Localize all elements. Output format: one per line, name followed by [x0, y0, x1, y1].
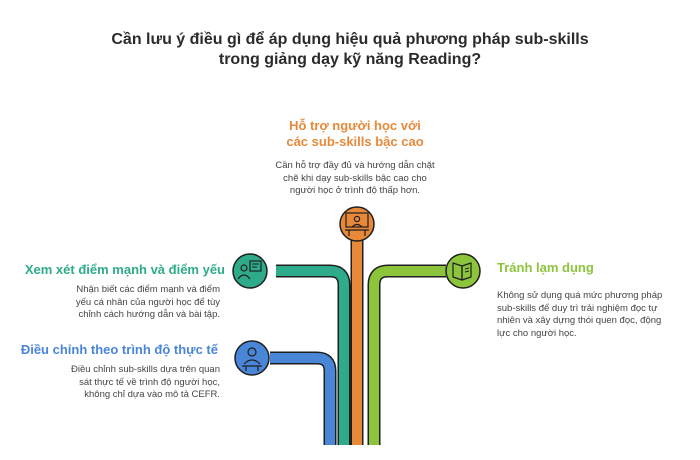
- learner-at-desk-icon: [234, 340, 270, 376]
- page-title: Cần lưu ý điều gì để áp dụng hiệu quả ph…: [0, 30, 700, 70]
- connector-left-upper: [276, 264, 351, 445]
- strengths-weaknesses-icon: [232, 253, 268, 289]
- teacher-at-board-icon: [339, 206, 375, 242]
- branch-left-upper-label: Xem xét điểm mạnh và điểm yếu: [24, 262, 225, 277]
- branch-right-label: Tránh lạm dụng: [497, 260, 594, 275]
- open-book-icon: [445, 253, 481, 289]
- branch-left-lower-label: Điều chỉnh theo trình độ thực tế: [20, 342, 218, 357]
- branch-top-label-line-2: các sub-skills bậc cao: [286, 134, 424, 149]
- connector-left-lower: [270, 351, 337, 445]
- title-line-2: trong giảng dạy kỹ năng Reading?: [218, 51, 482, 68]
- branch-top-label: Hỗ trợ người học với các sub-skills bậc …: [250, 118, 460, 150]
- branch-left-upper-description: Nhận biết các điểm mạnh và điểm yếu cá n…: [75, 284, 220, 320]
- branch-top-label-line-1: Hỗ trợ người học với: [289, 118, 421, 133]
- connector-right: [367, 264, 446, 445]
- title-line-1: Cần lưu ý điều gì để áp dụng hiệu quả ph…: [111, 31, 589, 48]
- branch-top-description: Cần hỗ trợ đầy đủ và hướng dẫn chặt chẽ …: [275, 160, 435, 196]
- branch-left-lower-description: Điều chỉnh sub-skills dựa trên quan sát …: [71, 364, 220, 400]
- branch-right-description: Không sử dụng quá mức phương pháp sub-sk…: [497, 290, 663, 339]
